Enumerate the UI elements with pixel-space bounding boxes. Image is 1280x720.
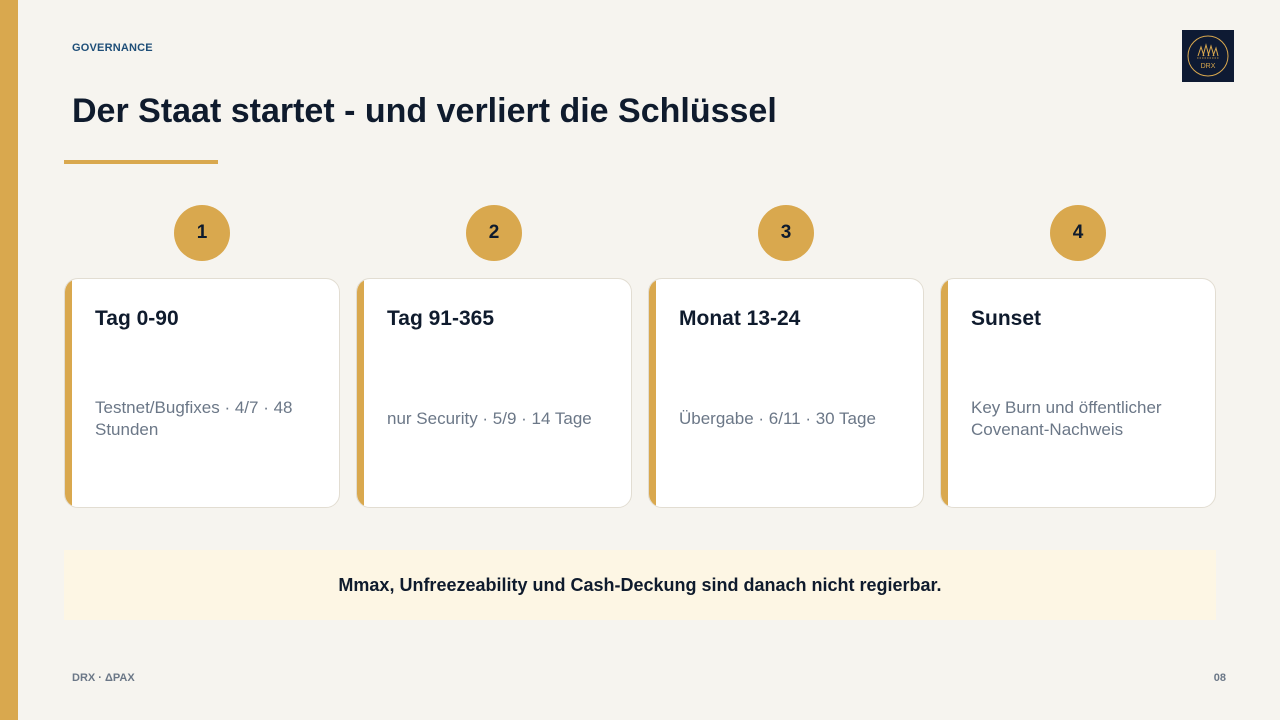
card-body: Testnet/Bugfixes · 4/7 · 48 Stunden: [95, 398, 293, 439]
card-title: Tag 91-365: [387, 307, 494, 330]
left-accent-bar: [0, 0, 18, 720]
step-badge-2: 2: [466, 205, 522, 261]
card-body: Übergabe · 6/11 · 30 Tage: [679, 409, 876, 428]
phase-card-1: Tag 0-90 Testnet/Bugfixes · 4/7 · 48 Stu…: [64, 278, 340, 508]
phase-card-4: Sunset Key Burn und öffentlicher Covenan…: [940, 278, 1216, 508]
card-title: Sunset: [971, 307, 1042, 330]
card-accent-bar: [941, 279, 948, 507]
footer-brand: DRX · ΔPAX: [72, 672, 135, 684]
drx-logo-icon: DRX: [1187, 35, 1229, 77]
logo-text: DRX: [1201, 63, 1216, 70]
phase-card-3: Monat 13-24 Übergabe · 6/11 · 30 Tage: [648, 278, 924, 508]
card-body: Key Burn und öffentlicher Covenant-Nachw…: [971, 398, 1162, 439]
banner-text: Mmax, Unfreezeability und Cash-Deckung s…: [338, 574, 942, 595]
title-underline: [64, 160, 218, 164]
card-title: Tag 0-90: [95, 307, 179, 330]
drx-logo: DRX: [1182, 30, 1234, 82]
step-badge-4: 4: [1050, 205, 1106, 261]
phase-card-2: Tag 91-365 nur Security · 5/9 · 14 Tage: [356, 278, 632, 508]
page-title: Der Staat startet - und verliert die Sch…: [72, 92, 777, 130]
step-badge-1: 1: [174, 205, 230, 261]
card-accent-bar: [65, 279, 72, 507]
page-number: 08: [1213, 672, 1226, 684]
summary-banner: Mmax, Unfreezeability und Cash-Deckung s…: [64, 550, 1216, 620]
step-badge-3: 3: [758, 205, 814, 261]
section-kicker: GOVERNANCE: [72, 42, 153, 54]
card-accent-bar: [357, 279, 364, 507]
card-accent-bar: [649, 279, 656, 507]
card-body: nur Security · 5/9 · 14 Tage: [387, 409, 592, 428]
card-title: Monat 13-24: [679, 307, 801, 330]
